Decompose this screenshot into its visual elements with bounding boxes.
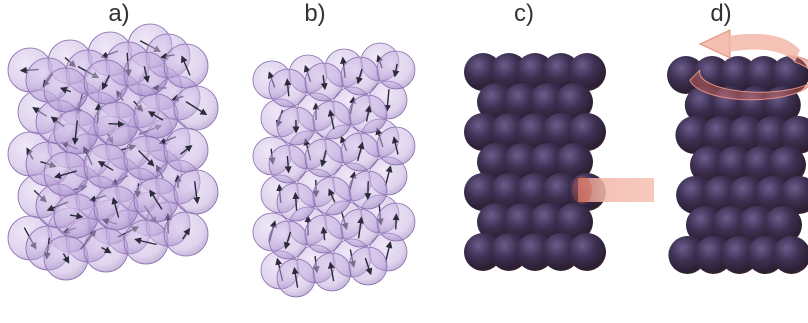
- solid-sphere: [568, 233, 606, 271]
- panel-label-a: a): [99, 0, 139, 28]
- panel-label-b: b): [295, 0, 335, 28]
- rotation-arrow-head: [700, 30, 730, 58]
- panel-label-c: c): [504, 0, 544, 28]
- panel-b-aligned-spin-cluster: [253, 43, 415, 297]
- force-contact-glow: [572, 176, 592, 204]
- spin-arrow: [108, 124, 123, 125]
- panel-c-solid-column-with-force: [464, 53, 654, 271]
- panel-a-random-spin-cluster: [8, 24, 218, 280]
- spin-arrow: [368, 181, 369, 199]
- panel-d-twisted-column-with-rotation: [667, 30, 808, 274]
- panel-label-d: d): [701, 0, 741, 28]
